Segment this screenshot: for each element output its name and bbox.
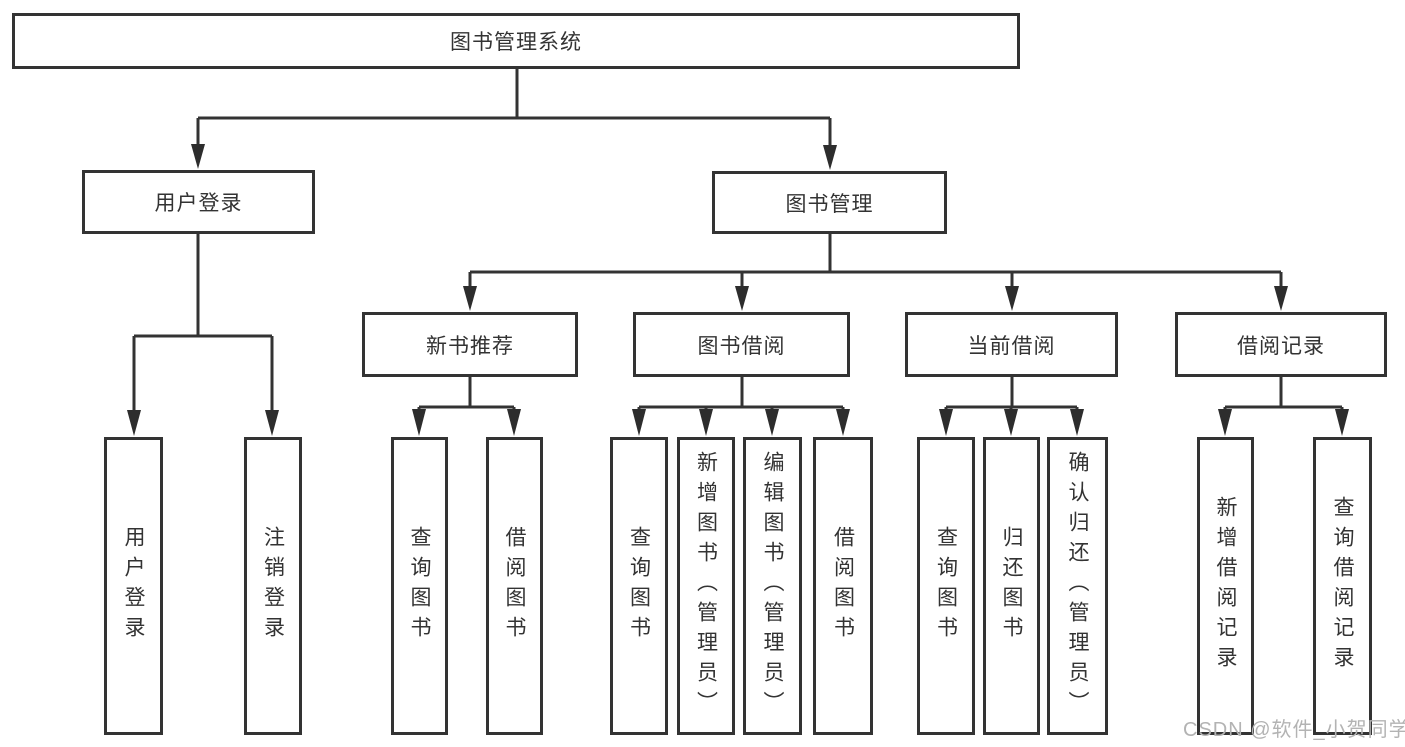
leaf-edit-books-admin: 编辑图书（管理员） xyxy=(743,437,802,735)
watermark-text: CSDN @软件_小贺同学 xyxy=(1183,719,1405,741)
leaf-label: 确认归还（管理员） xyxy=(1066,451,1090,721)
leaf-label: 查询图书 xyxy=(934,526,958,646)
node-book-borrow: 图书借阅 xyxy=(633,312,850,377)
leaf-query-books-borrow: 查询图书 xyxy=(610,437,668,735)
leaf-query-books-recommend: 查询图书 xyxy=(391,437,448,735)
leaf-confirm-return-admin: 确认归还（管理员） xyxy=(1047,437,1108,735)
node-book-management: 图书管理 xyxy=(712,171,947,234)
node-label: 新书推荐 xyxy=(426,334,514,358)
leaf-query-borrow-record: 查询借阅记录 xyxy=(1313,437,1372,735)
leaf-label: 查询图书 xyxy=(408,526,432,646)
leaf-label: 用户登录 xyxy=(122,526,146,646)
leaf-user-login: 用户登录 xyxy=(104,437,163,735)
node-label: 当前借阅 xyxy=(967,334,1056,358)
leaf-return-books: 归还图书 xyxy=(983,437,1040,735)
leaf-label: 注销登录 xyxy=(261,526,285,646)
leaf-label: 借阅图书 xyxy=(503,526,527,646)
leaf-label: 借阅图书 xyxy=(831,526,855,646)
leaf-add-books-admin: 新增图书（管理员） xyxy=(677,437,735,735)
node-user-login: 用户登录 xyxy=(82,170,315,234)
leaf-borrow-books: 借阅图书 xyxy=(813,437,873,735)
node-label: 用户登录 xyxy=(154,192,243,215)
leaf-logout: 注销登录 xyxy=(244,437,302,735)
leaf-label: 查询图书 xyxy=(627,526,651,646)
leaf-label: 新增借阅记录 xyxy=(1214,496,1238,676)
leaf-label: 归还图书 xyxy=(1000,526,1024,646)
leaf-label: 编辑图书（管理员） xyxy=(761,451,785,721)
leaf-label: 新增图书（管理员） xyxy=(694,451,718,721)
node-label: 图书管理系统 xyxy=(450,31,582,54)
node-label: 借阅记录 xyxy=(1237,334,1325,358)
node-current-borrow: 当前借阅 xyxy=(905,312,1118,377)
leaf-query-books-current: 查询图书 xyxy=(917,437,975,735)
node-label: 图书管理 xyxy=(785,192,874,216)
node-new-book-recommend: 新书推荐 xyxy=(362,312,578,377)
node-library-management-system: 图书管理系统 xyxy=(12,13,1020,69)
leaf-add-borrow-record: 新增借阅记录 xyxy=(1197,437,1254,735)
node-label: 图书借阅 xyxy=(697,334,786,358)
leaf-label: 查询借阅记录 xyxy=(1331,496,1355,676)
leaf-borrow-books-recommend: 借阅图书 xyxy=(486,437,543,735)
node-borrow-records: 借阅记录 xyxy=(1175,312,1387,377)
